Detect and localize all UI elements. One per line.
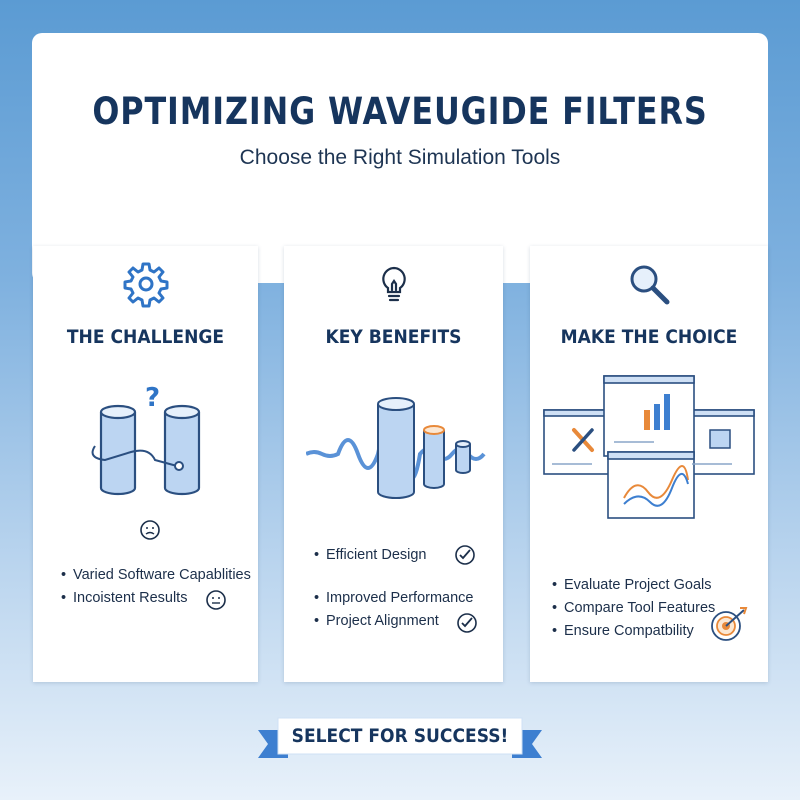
list-item: Improved Performance [314,587,473,610]
list-item: Incoistent Results [61,587,251,610]
target-icon [711,607,748,641]
checkmark-circle-icon [457,613,477,633]
page-subtitle: Choose the Right Simulation Tools [239,146,561,169]
neutral-face-icon [206,590,226,610]
card-title-choice: MAKE THE CHOICE [560,326,738,348]
list-item: Ensure Compatbility [552,620,715,643]
list-item: Evaluate Project Goals [552,574,715,597]
card-choice: MAKE THE CHOICE Evaluate [530,246,768,682]
list-item: Project Alignment [314,610,473,633]
card-challenge: THE CHALLENGE ? Varied Software Capablit… [33,246,258,682]
list-item: Varied Software Capablities [61,564,251,587]
magnifier-icon [630,265,670,305]
confused-face-icon [140,520,160,540]
page-title: OPTIMIZING WAVEUGIDE FILTERS [92,90,708,133]
checkmark-circle-icon [455,545,475,565]
waveguide-cylinders-illustration: ? [91,383,201,496]
card-title-benefits: KEY BENEFITS [325,326,462,348]
list-item: Compare Tool Features [552,597,715,620]
list-item: Efficient Design [314,544,426,567]
ribbon-banner [258,717,542,758]
benefits-list-b: Improved Performance Project Alignment [314,587,473,633]
banner-label: SELECT FOR SUCCESS! [291,725,509,747]
lightbulb-icon [381,266,406,302]
header-panel [32,33,768,283]
card-benefits: KEY BENEFITS Efficient Design Improved P… [284,246,503,682]
software-windows-illustration [543,375,755,519]
challenge-list: Varied Software Capablities Incoistent R… [61,564,251,610]
card-title-challenge: THE CHALLENGE [66,326,225,348]
choice-list: Evaluate Project Goals Compare Tool Feat… [552,574,715,643]
filter-wave-illustration [306,397,486,499]
svg-text:?: ? [145,383,160,413]
benefits-list-a: Efficient Design [314,544,426,567]
gear-icon [123,262,168,308]
